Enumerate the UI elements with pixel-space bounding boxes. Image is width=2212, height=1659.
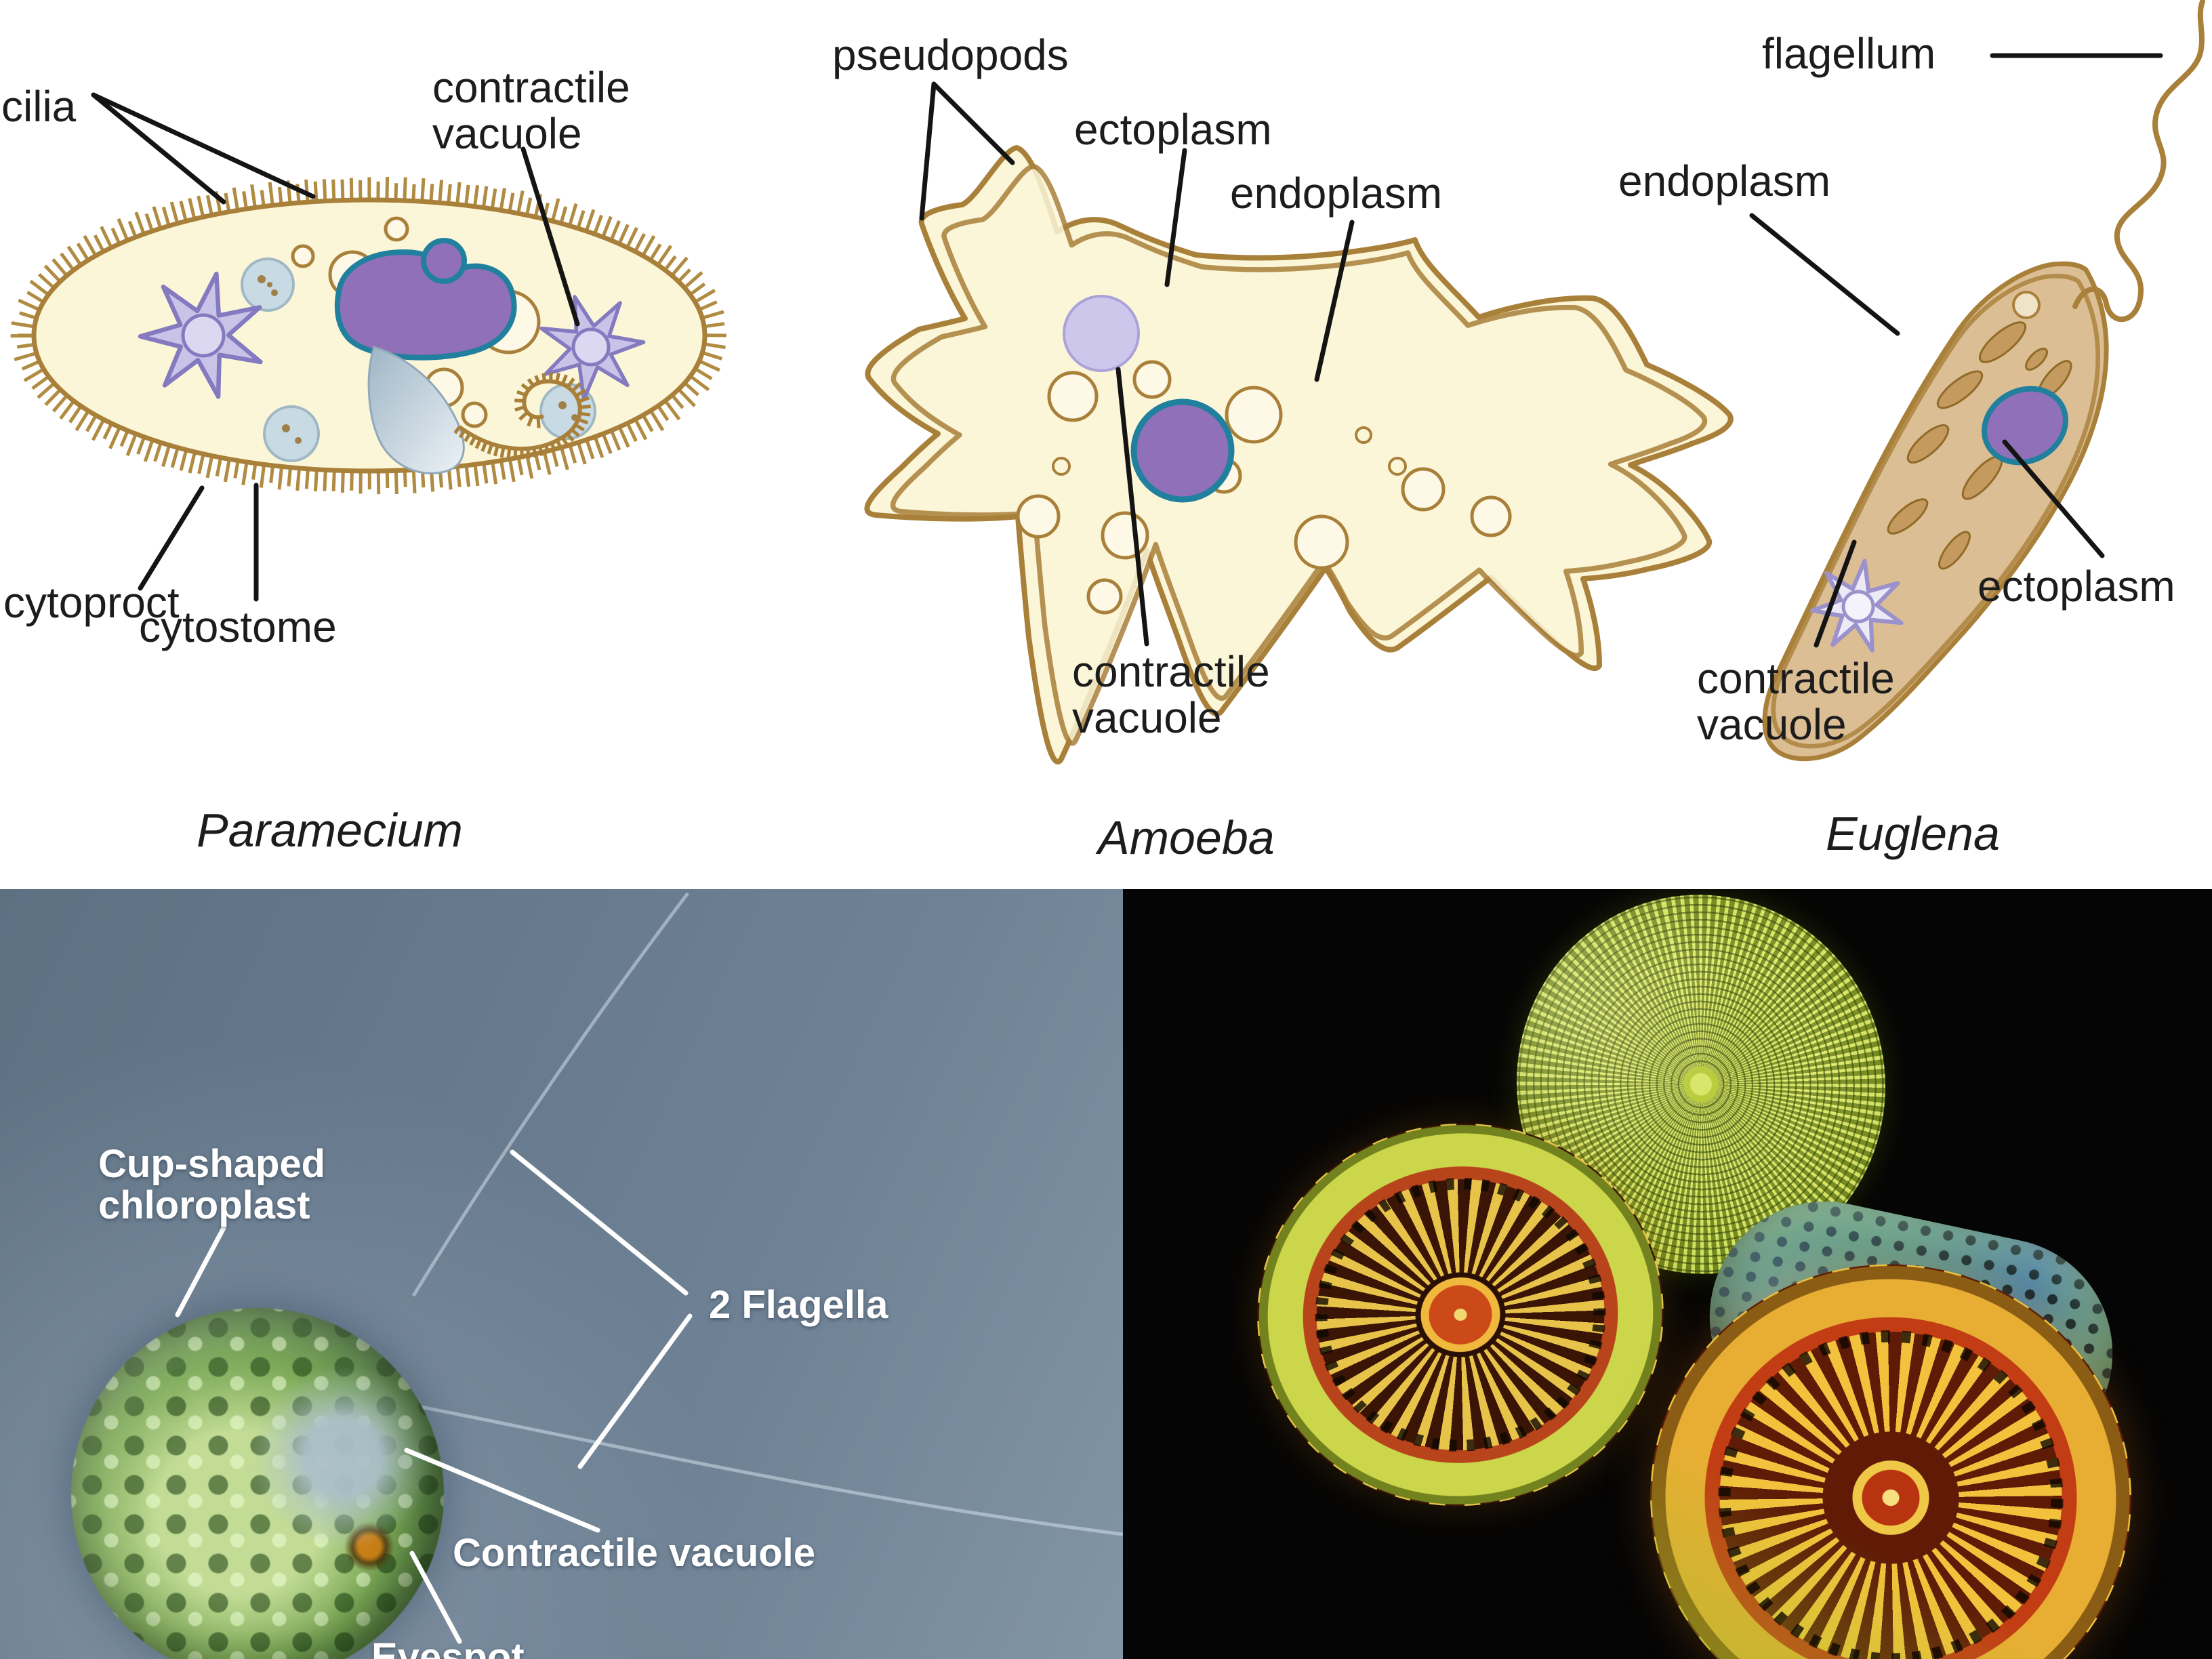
cilia-hairs <box>10 176 726 495</box>
euglena-contractile-vacuole-star <box>1808 554 1909 653</box>
label-cilia: cilia <box>1 82 77 131</box>
micrograph-leader-lines <box>175 1149 693 1644</box>
contractile-vacuole-star-right <box>526 281 655 408</box>
caption-euglena: Euglena <box>1826 807 2000 860</box>
amoeba-contractile-vacuole <box>1063 295 1140 372</box>
protist-diagrams <box>10 0 2205 764</box>
caption-paramecium: Paramecium <box>197 804 463 857</box>
label-euglena-contractile-vacuole: contractile vacuole <box>1697 654 1895 749</box>
euglena-leader-lines <box>1749 53 2163 648</box>
flagellum-line <box>2072 0 2205 323</box>
label-paramecium-contractile-vacuole: contractile vacuole <box>432 63 630 158</box>
label-contractile-vacuole-photo: Contractile vacuole <box>453 1531 816 1575</box>
label-2-flagella: 2 Flagella <box>709 1283 888 1327</box>
paramecium-cell-drawing <box>10 92 726 602</box>
amoeba-granules <box>1052 426 1407 476</box>
label-eyespot: Eyespot <box>371 1635 525 1659</box>
reservoir <box>2012 291 2041 319</box>
diatoms-micrograph <box>1123 889 2212 1659</box>
vesicles <box>241 258 596 462</box>
chlamydomonas-micrograph <box>0 889 1123 1659</box>
label-cytoproct: cytoproct <box>3 578 180 627</box>
amoeba-food-vacuoles <box>1016 360 1512 615</box>
label-pseudopods: pseudopods <box>832 30 1069 79</box>
label-cup-shaped-chloroplast: Cup-shaped chloroplast <box>98 1142 326 1227</box>
label-flagellum: flagellum <box>1762 29 1936 78</box>
label-amoeba-contractile-vacuole: contractile vacuole <box>1072 647 1270 742</box>
macronucleus <box>334 238 517 361</box>
micrograph-annotations <box>406 892 1123 1536</box>
amoeba-nucleus <box>1130 398 1235 503</box>
chlamydomonas-cell <box>71 1308 444 1659</box>
paramecium-leader-lines <box>91 92 580 602</box>
label-euglena-ectoplasm: ectoplasm <box>1978 562 2175 611</box>
amoeba-cell-drawing <box>864 81 1734 764</box>
caption-amoeba: Amoeba <box>1098 811 1275 864</box>
amoeba-leader-lines <box>919 81 1355 647</box>
label-euglena-endoplasm: endoplasm <box>1618 157 1831 205</box>
cilia-hairs <box>453 372 591 459</box>
flagella-faint-lines <box>406 892 1123 1536</box>
contractile-vacuole-star-left <box>131 261 276 404</box>
label-amoeba-endoplasm: endoplasm <box>1230 169 1443 218</box>
chloroplasts <box>1887 321 2072 570</box>
cytostome-funnel <box>367 346 591 474</box>
euglena-cell-drawing <box>1749 0 2205 762</box>
label-amoeba-ectoplasm: ectoplasm <box>1074 105 1272 154</box>
label-cytostome: cytostome <box>139 602 337 651</box>
